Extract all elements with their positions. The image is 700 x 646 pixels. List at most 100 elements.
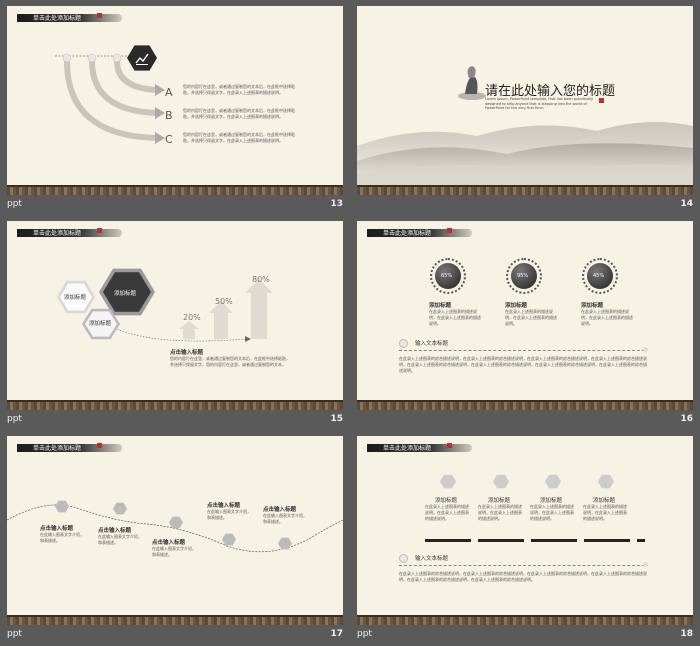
col-text: 在此录入上述图表的描述说明，在此录入上述图表的描述说明。 [425,504,469,521]
slide-canvas: 单击此处添加标题 A B C 您的内容打在这里，或者通过复制您的文本后，在此框中… [7,6,343,195]
ring-title: 添加标题 [429,303,452,309]
slide-header: 单击此处添加标题 [367,442,477,454]
slide-thumbnail-17[interactable]: 单击此处添加标题 点击输入标题 在此输入图表文字介绍，和表描述。 点击输入标题 … [0,430,350,645]
slide-canvas: 单击此处添加标题 点击输入标题 在此输入图表文字介绍，和表描述。 点击输入标题 … [7,436,343,625]
hex-shape [85,311,117,337]
slide-number: 18 [680,629,693,639]
hex-icon [222,533,236,546]
col-text: 在此录入上述图表的描述说明，在此录入上述图表的描述说明。 [530,504,574,521]
point-title: 点击输入标题 [98,528,132,534]
letter-b: B [165,109,173,122]
timeline-curve [7,504,343,553]
col-title: 添加标题 [593,498,616,504]
point-text: 在此输入图表文字介绍，和表描述。 [98,534,142,545]
slide-number: 13 [330,199,343,209]
hex-icon [440,474,456,489]
slide-header: 单击此处添加标题 [17,12,127,24]
col-text: 在此录入上述图表的描述说明，在此录入上述图表的描述说明。 [478,504,522,521]
thumbnail-footer: ppt 18 [357,627,693,641]
point-text: 在此输入图表文字介绍，和表描述。 [152,546,196,557]
hex-label: 添加标题 [64,295,87,301]
slide-canvas: 单击此处添加标题 65% 95% 45% 添加标题 在此录入上述图表的描述说明，… [357,221,693,410]
growth-arrows [116,279,273,342]
footer-label: ppt [7,199,22,209]
point-text: 在此输入图表文字介绍，和表描述。 [207,509,251,520]
col-title: 添加标题 [488,498,511,504]
section-title: 输入文本标题 [415,341,449,347]
point-title: 点击输入标题 [152,540,186,546]
slide-canvas: 请在此处输入您的标题 Lorem ipsum, PowerPoint templ… [357,6,693,195]
wood-floor [7,615,343,625]
slide-thumbnail-15[interactable]: 单击此处添加标题 添加标题 添加标题 添加标题 20% 50% 80% 点击输入… [0,215,350,430]
footer-label: ppt [7,414,22,424]
wood-floor [357,400,693,410]
letter-c: C [165,133,173,146]
text-block-a: 您的内容打在这里，或者通过复制您的文本后，在此框中选择粘贴，并选择只保留文字，在… [183,84,295,95]
divider-dot [643,347,648,352]
slide-number: 15 [330,414,343,424]
slide-header: 单击此处添加标题 [17,227,127,239]
thumbnail-footer: 14 [357,197,693,211]
ring-title: 添加标题 [581,303,604,309]
progress-ring [582,258,618,294]
hex-icon [278,537,292,550]
ring-text: 在此录入上述图表的描述说明，在此录入上述图表的描述说明。 [429,309,481,326]
point-title: 点击输入标题 [170,350,204,356]
text-block-c: 您的内容打在这里，或者通过复制您的文本后，在此框中选择粘贴，并选择只保留文字，在… [183,132,295,143]
hex-label: 添加标题 [114,291,137,297]
slide-number: 14 [680,199,693,209]
col-title: 添加标题 [435,498,458,504]
hex-icon [113,502,127,515]
col-title: 添加标题 [540,498,563,504]
ring-value: 65% [441,273,453,279]
ring-value: 45% [593,273,605,279]
footer-label: ppt [357,629,372,639]
progress-ring-fill [511,263,537,289]
hex-icon [169,516,183,529]
thumbnail-footer: ppt 13 [7,197,343,211]
percent-20: 20% [183,313,201,322]
wood-floor [357,185,693,195]
point-text: 在此输入图表文字介绍，和表描述。 [40,532,84,543]
ring-text: 在此录入上述图表的描述说明，在此录入上述图表的描述说明。 [581,309,633,326]
slide-title: 请在此处输入您的标题 [485,84,616,99]
thumbnail-footer: 16 [357,412,693,426]
thumbnail-footer: ppt 17 [7,627,343,641]
text-block-b: 您的内容打在这里，或者通过复制您的文本后，在此框中选择粘贴，并选择只保留文字，在… [183,108,295,119]
arc-diagram [55,53,165,144]
hex-icon [545,474,561,489]
ring-value: 95% [517,273,529,279]
slide-thumbnail-16[interactable]: 单击此处添加标题 65% 95% 45% 添加标题 在此录入上述图表的描述说明，… [350,215,700,430]
hex-shape [60,283,92,311]
column-bars [425,539,645,542]
bullet-dot [399,554,408,563]
progress-ring-fill [587,263,613,289]
slide-canvas: 单击此处添加标题 添加标题 添加标题 添加标题 20% 50% 80% 点击输入… [7,221,343,410]
slide-thumbnail-14[interactable]: 请在此处输入您的标题 Lorem ipsum, PowerPoint templ… [350,0,700,215]
section-text: 在此录入上述图表的综合描述说明，在此录入上述图表的综合描述说明，在此录入上述图表… [399,356,647,373]
point-text: 您的内容打在这里，或者通过复制您的文本后，在此框中选择粘贴，并选择只保留文字，您… [170,356,290,367]
ring-text: 在此录入上述图表的描述说明，在此录入上述图表的描述说明。 [505,309,557,326]
point-text: 在此输入图表文字介绍，和表描述。 [263,513,307,524]
hex-icon [55,500,69,513]
divider-dot [643,562,648,567]
section-title: 输入文本标题 [415,556,449,562]
hex-icon [598,474,614,489]
point-title: 点击输入标题 [207,503,241,509]
slide-canvas: 单击此处添加标题 添加标题 在此录入上述图表的描述说明，在此录入上述图表的描述说… [357,436,693,625]
letter-a: A [165,86,173,99]
slide-number: 17 [330,629,343,639]
wood-floor [7,185,343,195]
bullet-dot [399,339,408,348]
slide-header: 单击此处添加标题 [367,227,477,239]
ink-mountains [357,66,693,185]
thumbnail-footer: ppt 15 [7,412,343,426]
slide-thumbnail-18[interactable]: 单击此处添加标题 添加标题 在此录入上述图表的描述说明，在此录入上述图表的描述说… [350,430,700,645]
slide-thumbnail-13[interactable]: 单击此处添加标题 A B C 您的内容打在这里，或者通过复制您的文本后，在此框中… [0,0,350,215]
point-title: 点击输入标题 [40,526,74,532]
slide-header: 单击此处添加标题 [17,442,127,454]
point-title: 点击输入标题 [263,507,297,513]
progress-ring-fill [435,263,461,289]
footer-label: ppt [7,629,22,639]
hex-label: 添加标题 [89,321,112,327]
